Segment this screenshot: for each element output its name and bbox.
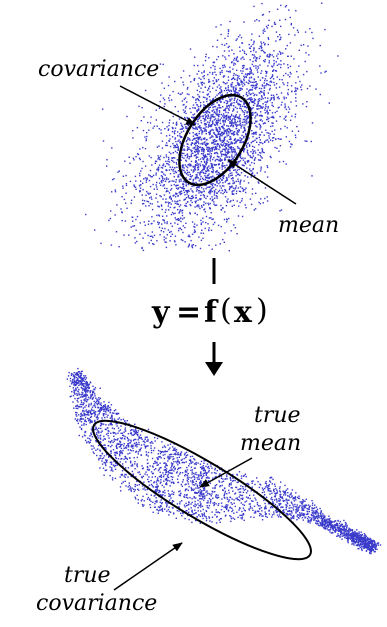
true-covariance-arrow (113, 542, 183, 591)
equation-f: f (204, 295, 219, 330)
mean-arrow (227, 159, 297, 205)
covariance-label: covariance (38, 57, 159, 82)
transform-equation: y = f ( x ) (151, 293, 268, 330)
equation-close-paren: ) (256, 293, 268, 328)
true-covariance-ellipse (92, 419, 312, 561)
covariance-arrow (119, 85, 196, 126)
true-covariance-label-line2: covariance (36, 591, 157, 616)
mean-label: mean (278, 213, 339, 238)
equation-x: x (234, 295, 253, 330)
true-mean-arrow (199, 457, 253, 488)
transform-arrowhead (205, 362, 223, 376)
equation-equals: = (176, 295, 201, 330)
true-mean-label-line2: mean (240, 431, 301, 456)
transformed-point-cloud (66, 367, 382, 555)
equation-open-paren: ( (220, 293, 232, 328)
true-mean-label-line1: true (254, 403, 301, 428)
equation-y: y (151, 295, 171, 330)
true-covariance-label-line1: true (64, 563, 111, 588)
